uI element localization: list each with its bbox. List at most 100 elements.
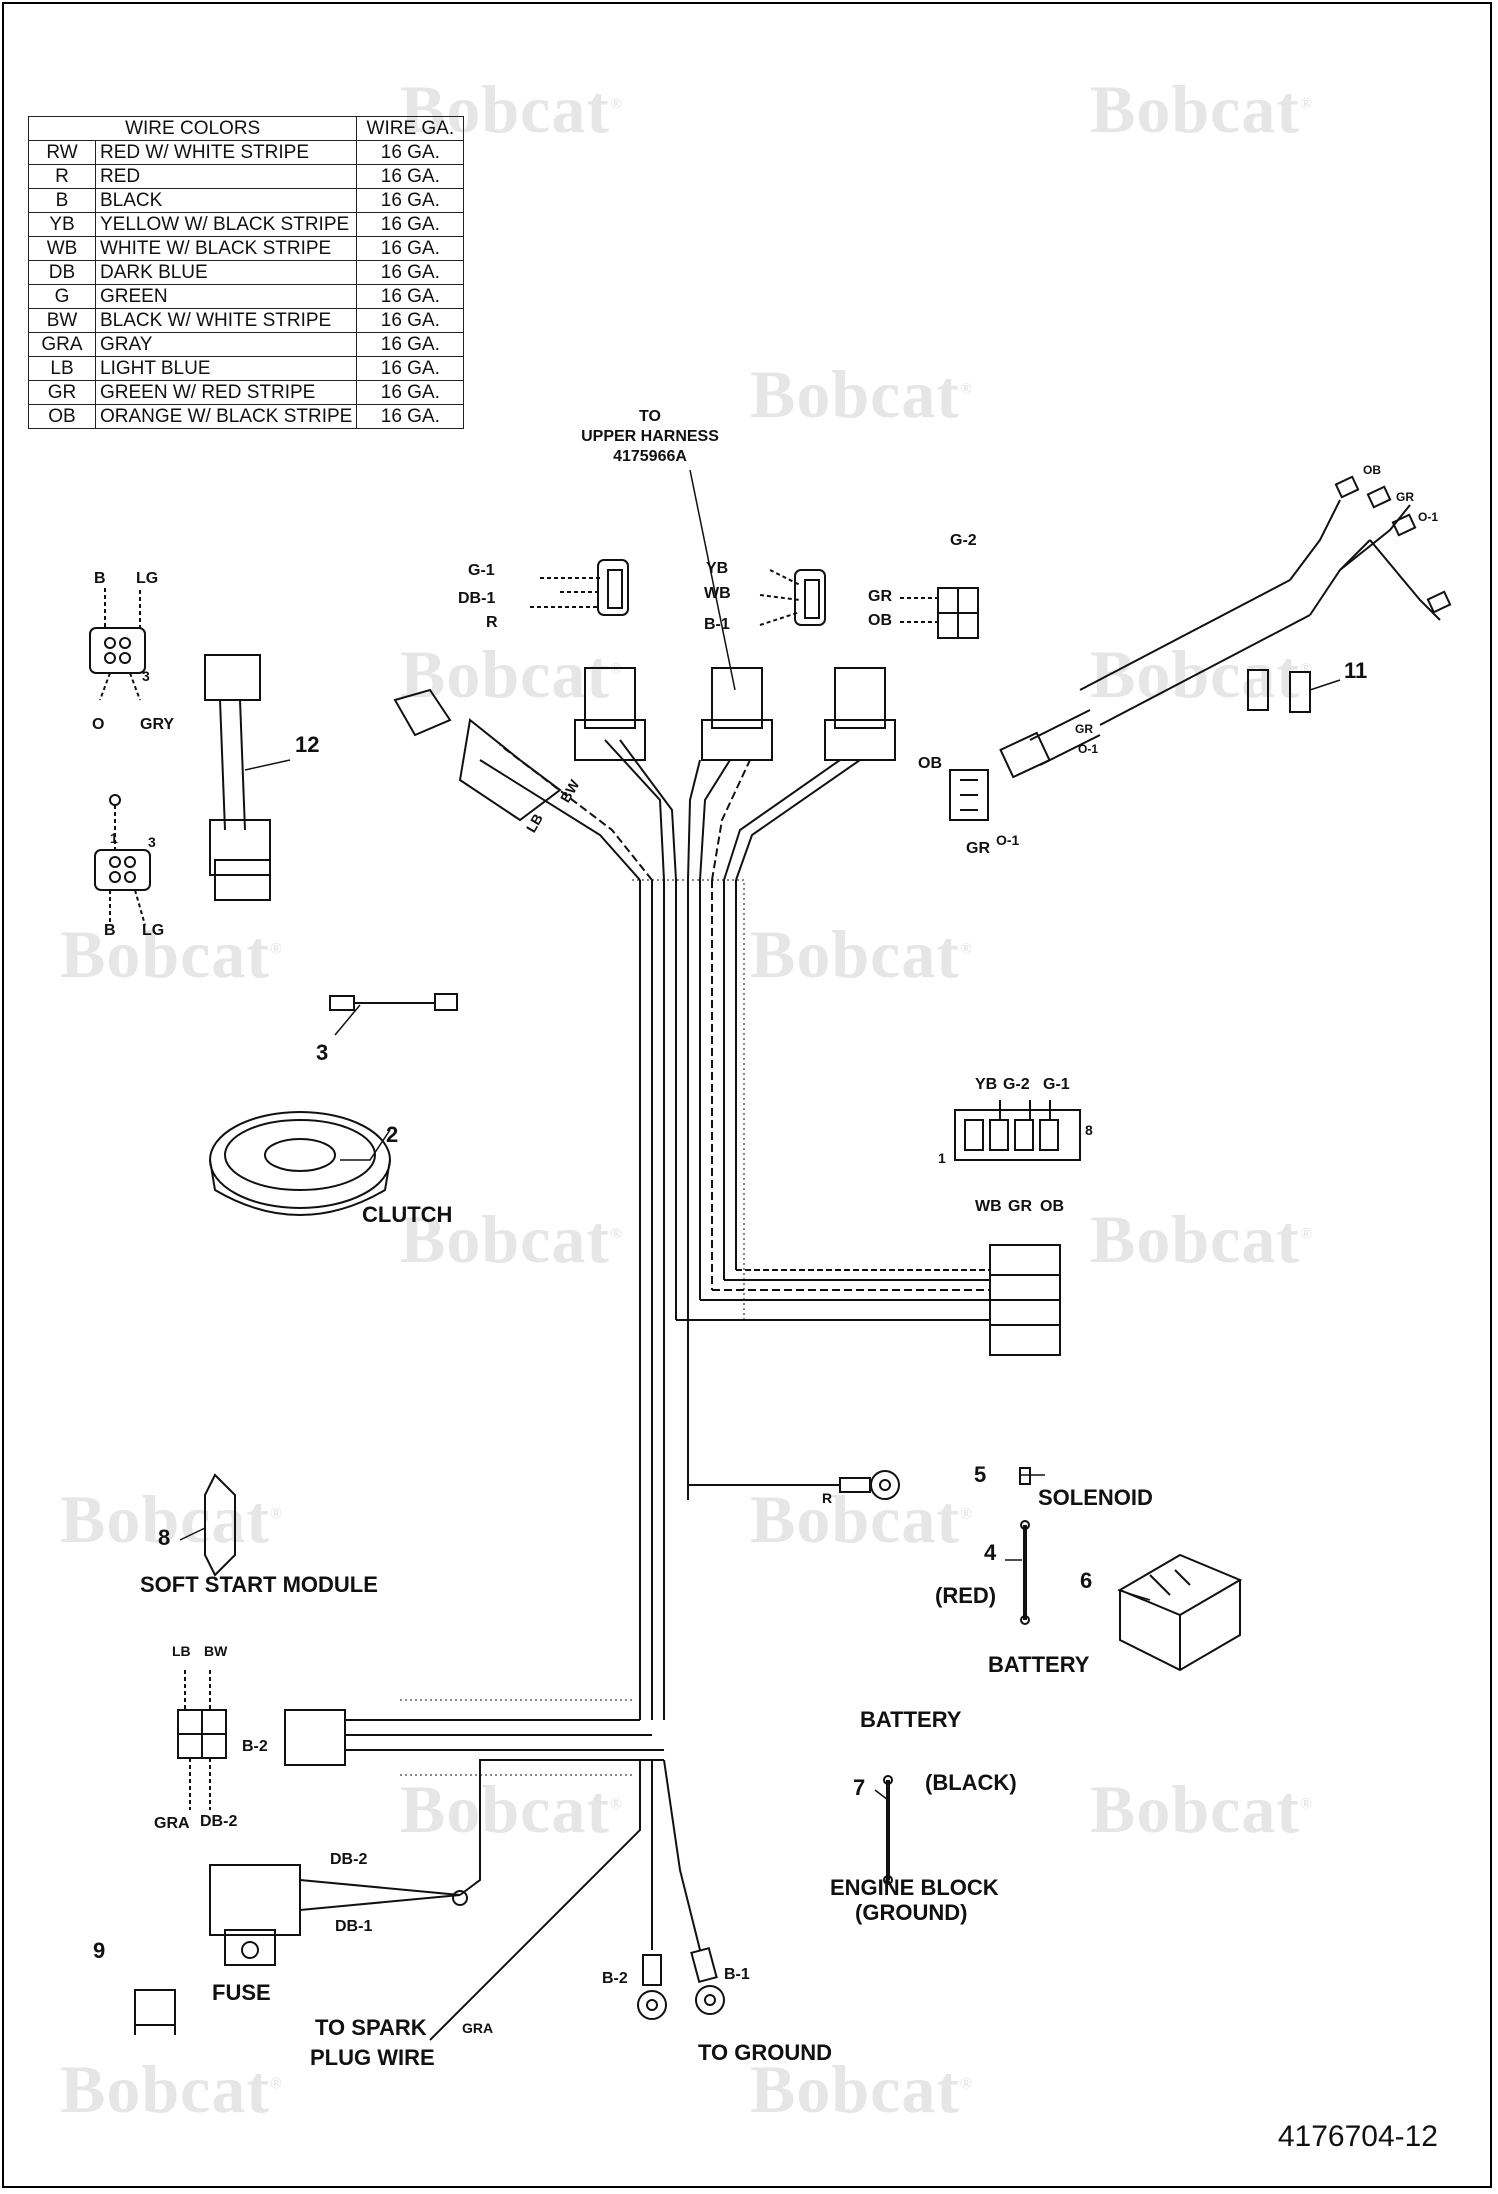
watermark: Bobcat® [750,356,973,432]
pin-label-ob2: OB [918,755,942,772]
callout-5: 5 [974,1462,987,1487]
pin-label-3b: 3 [148,834,156,850]
callout-3: 3 [316,1040,329,1065]
battery-label: BATTERY [988,1652,1090,1677]
watermark: Bobcat® [1090,1201,1313,1277]
engine-block-label: ENGINE BLOCK [830,1875,999,1900]
callout-12: 12 [295,732,320,757]
watermark: Bobcat® [1090,1771,1313,1847]
callout-9: 9 [93,1938,106,1963]
pin-label-o1: O-1 [996,832,1020,848]
watermark: Bobcat® [750,2051,973,2127]
legend-header-colors: WIRE COLORS [27,116,358,141]
spark-plug-label-2: PLUG WIRE [310,2045,435,2070]
pin8-label-g2: G-2 [1003,1076,1030,1093]
callout-11: 11 [1344,658,1368,683]
to-ground-label: TO GROUND [698,2040,833,2065]
pin-label-gr: GR [868,588,892,605]
black-cable-label: (BLACK) [925,1770,1017,1795]
pin-label-wb: WB [704,585,731,602]
pin-label-b: B [94,570,106,587]
spark-plug-label-1: TO SPARK [315,2015,427,2040]
right-harness [949,475,1452,821]
pin8-label-8: 8 [1085,1122,1093,1138]
callout-4: 4 [984,1540,997,1565]
upper-harness-label-2: UPPER HARNESS [581,428,719,445]
watermark: Bobcat® [400,1771,623,1847]
battery-label-2: BATTERY [860,1707,962,1732]
ssm-label-gra: GRA [154,1815,190,1832]
callout-8: 8 [158,1525,171,1550]
wire-label-gr: GR [1396,490,1414,504]
fuse-label-db1: DB-1 [335,1918,373,1935]
watermark: Bobcat® [400,1201,623,1277]
pin-label-b2: B [104,922,116,939]
pin8-label-ob: OB [1040,1198,1064,1215]
ssm-label-db2: DB-2 [200,1813,238,1830]
wire-label-ob: OB [1363,463,1381,477]
watermark: Bobcat® [1090,71,1313,147]
upper-harness-label-1: TO [639,408,661,425]
callout-7: 7 [853,1775,866,1800]
wire-label-gr-b: GR [1075,722,1093,736]
ssm-label-b2: B-2 [242,1738,268,1755]
watermark: Bobcat® [750,916,973,992]
soft-start-module-label: SOFT START MODULE [140,1572,378,1597]
pin-label-gry: GRY [140,716,175,733]
clutch-label: CLUTCH [362,1202,453,1227]
eight-pin-connector [954,1100,1081,1356]
pin-label-g1: G-1 [468,562,495,579]
ring-label-r: R [822,1490,833,1506]
watermark: Bobcat® [60,2051,283,2127]
pin-label-o: O [92,716,105,733]
callout-2: 2 [386,1122,399,1147]
watermark: Bobcat® [400,636,623,712]
top-connectors [393,559,979,822]
leader-lines [179,469,1341,1801]
fuse-label: FUSE [212,1980,271,2005]
pin-label-1: 1 [110,830,118,846]
watermark: Bobcat® [60,916,283,992]
ssm-label-lb: LB [172,1643,191,1659]
red-cable-label: (RED) [935,1583,997,1608]
pin-label-ob: OB [868,612,892,629]
pin-label-lg: LG [136,570,159,587]
callout-6: 6 [1080,1568,1093,1593]
pin8-label-wb: WB [975,1198,1002,1215]
ground-ring-b2: B-2 [602,1970,628,1987]
legend-header-gauge: WIRE GA. [356,116,465,141]
pin8-label-yb: YB [975,1076,998,1093]
pin-label-3: 3 [142,668,150,684]
pin-label-r: R [486,614,498,631]
ssm-label-bw: BW [204,1643,228,1659]
main-harness [360,739,990,2041]
pin-label-lg2: LG [142,922,165,939]
solenoid-label: SOLENOID [1038,1485,1153,1510]
pin-label-yb: YB [706,560,729,577]
ground-label: (GROUND) [855,1900,968,1925]
pin-label-g2: G-2 [950,532,977,549]
watermark: Bobcat® [1090,636,1313,712]
upper-harness-part: 4175966A [613,448,687,465]
ground-ring-b1: B-1 [724,1966,750,1983]
pin-label-db1: DB-1 [458,590,496,607]
pin8-label-g1: G-1 [1043,1076,1070,1093]
part-number: 4176704-12 [1277,2120,1438,2153]
left-components [89,588,468,2035]
pin-label-b1: B-1 [704,616,730,633]
watermark: Bobcat® [750,1481,973,1557]
spark-plug-gra: GRA [462,2020,494,2036]
